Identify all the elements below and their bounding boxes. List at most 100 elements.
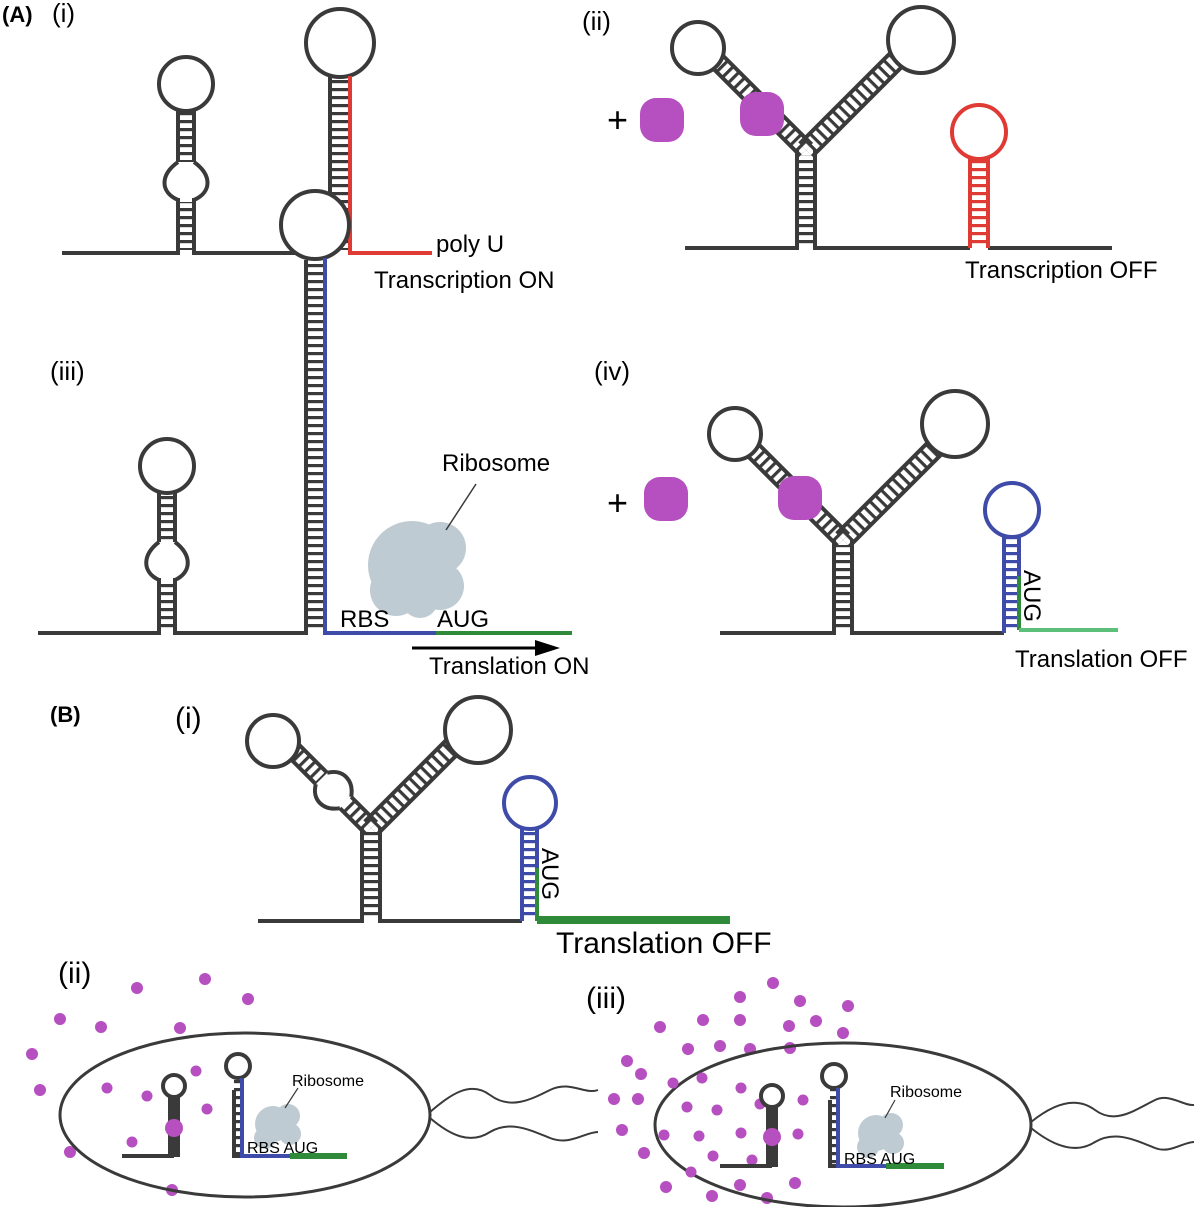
rbs-segment — [323, 258, 436, 635]
stem-rungs — [362, 832, 380, 918]
arm-rungs — [364, 726, 473, 835]
hairpin-loop — [304, 7, 376, 79]
rbs-loop — [983, 481, 1041, 539]
arrow-head — [535, 640, 560, 656]
rbs-stem-rails — [1002, 535, 1021, 633]
translation-off-label: Translation OFF — [1015, 646, 1188, 673]
hairpin-loop — [707, 406, 763, 462]
terminator-rungs — [970, 158, 988, 246]
ribosome-label: Ribosome — [890, 1084, 962, 1101]
panel-b-iii: Ribosome RBS AUG — [608, 977, 1195, 1207]
stem-rails — [157, 492, 177, 542]
sub-label-a-iii: (iii) — [50, 356, 85, 386]
stem-rungs — [178, 110, 194, 162]
hairpin-loop — [161, 1073, 187, 1099]
hairpin-loop — [759, 1083, 785, 1109]
sub-label-b-iii: (iii) — [586, 982, 626, 1015]
stem-rails — [176, 110, 196, 162]
rbs-stem-rails — [520, 828, 539, 921]
rbs-aug-label: RBS AUG — [247, 1140, 318, 1157]
flagellum — [1030, 1096, 1195, 1123]
cell — [58, 1031, 432, 1199]
flagellum — [429, 1085, 599, 1113]
flagellum — [429, 1117, 599, 1142]
hairpin-loop — [920, 389, 990, 459]
transcription-off-label: Transcription OFF — [965, 257, 1157, 284]
terminator-loop — [950, 103, 1008, 161]
bound-ligand — [763, 1128, 781, 1146]
ribosome — [857, 1113, 904, 1158]
bound-ligand — [778, 476, 822, 520]
hairpin-loop — [245, 713, 301, 769]
rbs-stem-rungs — [522, 829, 537, 919]
bound-ligand — [740, 92, 784, 136]
stem-rungs — [234, 1078, 242, 1156]
rbs-stem-rungs — [1004, 537, 1019, 631]
ribosome-pointer — [445, 483, 477, 531]
terminator-rails — [968, 156, 990, 248]
ligand-molecule — [644, 477, 688, 521]
stem-rungs — [834, 545, 852, 631]
ligand-molecule — [640, 98, 684, 142]
ribosome-label: Ribosome — [292, 1073, 364, 1090]
internal-bulge — [144, 540, 190, 582]
rna-strand — [720, 540, 1004, 635]
arm-rails — [835, 436, 947, 548]
panel-b-i: AUG Translation OFF — [245, 695, 772, 960]
ribosome — [254, 1104, 301, 1149]
hairpin-loop — [279, 189, 351, 261]
aug-label: AUG — [536, 848, 563, 900]
rbs-segment — [836, 1088, 886, 1168]
rbs-label: RBS — [340, 606, 389, 633]
hairpin-loop — [224, 1052, 252, 1080]
rna-strand — [685, 150, 1112, 250]
rna-strand — [258, 828, 522, 923]
ribosome-pointer — [284, 1087, 299, 1109]
ribosome — [368, 521, 466, 618]
translation-on-label: Translation ON — [429, 653, 590, 680]
intracellular-ligands — [101, 1065, 213, 1148]
stem-rungs — [797, 155, 815, 247]
plus-sign: + — [607, 99, 628, 140]
stem-rungs — [159, 582, 175, 630]
panel-a-iii: Ribosome RBS AUG Translation ON — [38, 189, 590, 680]
panel-label-a: (A) — [2, 2, 33, 27]
sub-label-a-ii: (ii) — [582, 6, 611, 36]
translation-off-label: Translation OFF — [556, 927, 772, 960]
bound-ligand — [165, 1119, 183, 1137]
extracellular-ligands — [26, 973, 254, 1196]
hairpin-loop — [670, 20, 726, 76]
sub-label-b-ii: (ii) — [58, 957, 91, 990]
aug-label: AUG — [437, 606, 489, 633]
hairpin-loop — [886, 5, 956, 75]
rna-strand — [122, 1090, 242, 1158]
hairpin-loop — [820, 1062, 848, 1090]
sub-label-a-iv: (iv) — [594, 356, 630, 386]
rbs-segment — [240, 1078, 290, 1158]
terminator-segment — [348, 76, 432, 255]
hairpin-loop — [138, 437, 196, 495]
stem-rungs — [178, 202, 194, 250]
flagellum — [1030, 1127, 1195, 1151]
hairpin-loop — [443, 695, 513, 765]
aug-label: AUG — [1018, 570, 1045, 622]
arm-rungs — [799, 48, 908, 157]
poly-u-label: poly U — [436, 231, 504, 258]
extracellular-ligands — [608, 977, 854, 1204]
panel-a-iv: + AUG Translation OFF — [607, 389, 1188, 673]
sub-label-a-i: (i) — [52, 0, 75, 28]
ribosome-pointer — [884, 1099, 896, 1119]
hairpin-loop — [157, 55, 215, 113]
panel-label-b: (B) — [50, 702, 81, 727]
rbs-loop — [502, 775, 558, 831]
stem-rungs — [308, 262, 325, 630]
arm-rails — [798, 46, 910, 158]
panel-b-ii: Ribosome RBS AUG — [26, 973, 599, 1199]
transcription-on-label: Transcription ON — [374, 267, 555, 294]
intracellular-ligands — [658, 1072, 809, 1178]
ribosome-label: Ribosome — [442, 450, 550, 477]
rbs-aug-label: RBS AUG — [844, 1151, 915, 1168]
internal-bulge — [312, 769, 354, 811]
internal-bulge — [162, 160, 210, 202]
